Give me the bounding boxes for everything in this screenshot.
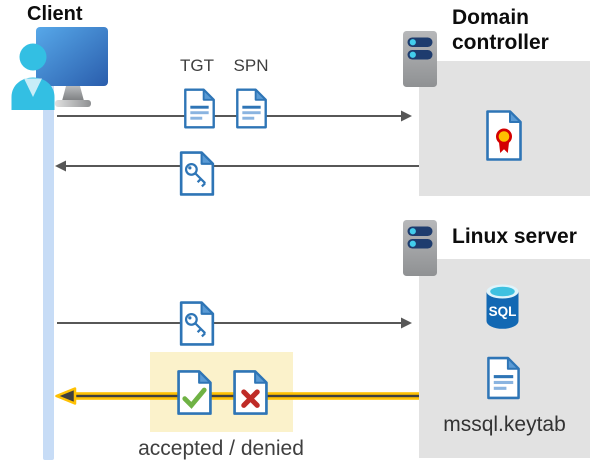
linux-server-title: Linux server [452, 225, 577, 248]
domain-controller-server-icon [403, 31, 437, 87]
accepted-denied-highlight [150, 352, 293, 432]
spn-label: SPN [233, 56, 269, 75]
linux-server-icon [403, 220, 437, 276]
spn-ticket-document-icon [236, 88, 267, 129]
denied-cross-document-icon [233, 370, 268, 415]
sql-database-icon: SQL [486, 284, 519, 329]
accepted-check-document-icon [177, 370, 212, 415]
service-ticket-key-document-icon-2 [179, 301, 215, 346]
tgt-label: TGT [180, 56, 214, 75]
sql-label: SQL [489, 304, 517, 319]
client-timeline-bar [43, 74, 54, 460]
response-arrow-service-ticket [55, 160, 419, 172]
keytab-file-document-icon [487, 356, 520, 400]
client-title: Client [27, 3, 83, 25]
accepted-denied-caption: accepted / denied [138, 437, 304, 460]
request-arrow-linux-server [57, 317, 412, 329]
certificate-icon [486, 110, 522, 161]
tgt-ticket-document-icon [184, 88, 215, 129]
client-icon [11, 27, 108, 110]
service-ticket-key-document-icon [179, 151, 215, 196]
keytab-filename-label: mssql.keytab [443, 413, 566, 436]
request-arrow-tgt-spn [57, 110, 412, 122]
domain-controller-title: Domain controller [452, 6, 549, 54]
